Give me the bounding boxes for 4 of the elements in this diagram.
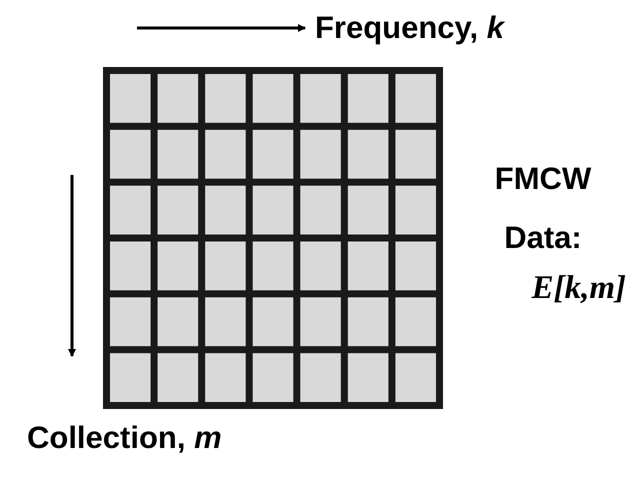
axis-label: Frequency, k bbox=[315, 10, 504, 46]
data-label: FMCW Data: bbox=[494, 160, 592, 257]
data-formula: E[k,m] bbox=[532, 270, 626, 308]
axis-label: Collection, m bbox=[27, 420, 222, 456]
